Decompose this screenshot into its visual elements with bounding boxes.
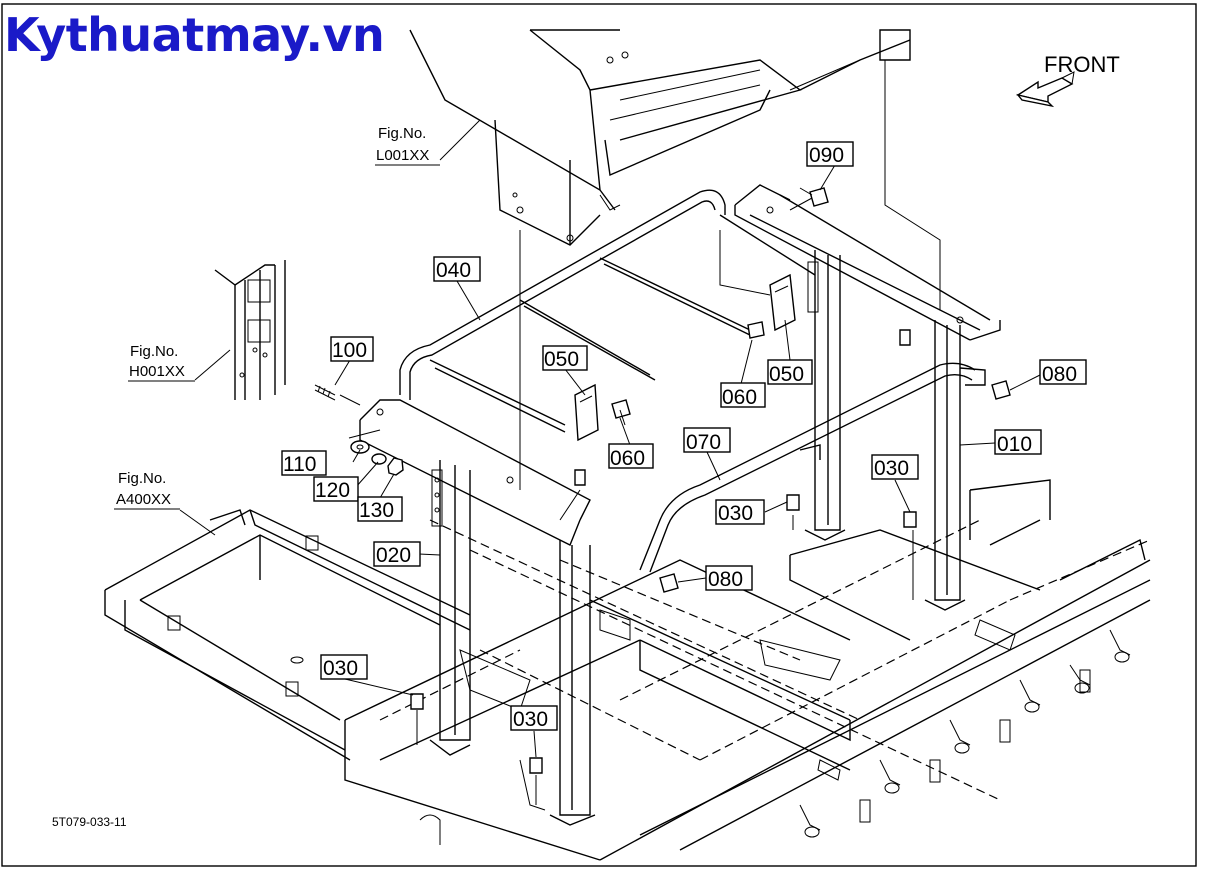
lock-washer-120 bbox=[371, 453, 387, 465]
svg-text:090: 090 bbox=[809, 144, 844, 167]
front-label: FRONT bbox=[1044, 52, 1120, 77]
callout-060-left: 060 bbox=[608, 443, 654, 470]
callout-030-bottom: 030 bbox=[510, 705, 558, 731]
drawing-number: 5T079-033-11 bbox=[52, 815, 127, 829]
leader-lines bbox=[179, 60, 1041, 805]
callout-080-right: 080 bbox=[1039, 359, 1087, 386]
fig-ref-a400xx: Fig.No. A400XX bbox=[114, 470, 180, 510]
bolt-100 bbox=[314, 384, 336, 401]
svg-text:030: 030 bbox=[718, 502, 753, 525]
callout-020: 020 bbox=[373, 541, 421, 567]
svg-text:130: 130 bbox=[359, 499, 394, 522]
fig-ref-line1: Fig.No. bbox=[118, 470, 166, 487]
drawing-border bbox=[1, 3, 1197, 867]
callout-010: 010 bbox=[994, 429, 1042, 456]
svg-text:110: 110 bbox=[283, 453, 316, 476]
fig-ref-line1: Fig.No. bbox=[378, 125, 426, 142]
callout-060-right: 060 bbox=[720, 382, 766, 409]
callout-030-left: 030 bbox=[320, 654, 368, 680]
fig-ref-line1: Fig.No. bbox=[130, 343, 178, 360]
front-arrow-icon bbox=[1016, 71, 1075, 108]
fig-ref-line2: A400XX bbox=[116, 491, 171, 508]
callout-110: 110 bbox=[281, 450, 327, 476]
support-pipe-070 bbox=[639, 362, 986, 573]
fig-ref-h001xx: Fig.No. H001XX bbox=[128, 343, 195, 382]
watermark-logo: Kythuatmay.vn bbox=[4, 8, 385, 62]
svg-text:060: 060 bbox=[722, 386, 757, 409]
svg-text:050: 050 bbox=[544, 348, 579, 371]
bolt-080-left bbox=[659, 573, 679, 593]
svg-text:080: 080 bbox=[1042, 363, 1077, 386]
svg-text:030: 030 bbox=[323, 657, 358, 680]
bolt-090 bbox=[799, 187, 829, 207]
chassis-outline bbox=[344, 479, 1151, 861]
pillar-020 bbox=[429, 460, 596, 826]
callout-100: 100 bbox=[330, 336, 374, 362]
svg-text:030: 030 bbox=[513, 708, 548, 731]
fig-ref-l001xx: Fig.No. L001XX bbox=[375, 125, 440, 166]
roof-frame-040 bbox=[359, 184, 1001, 546]
callout-090: 090 bbox=[806, 141, 854, 167]
callout-030-right: 030 bbox=[871, 454, 919, 480]
pillar-010 bbox=[804, 250, 966, 611]
washer-110 bbox=[350, 440, 370, 454]
svg-text:070: 070 bbox=[686, 431, 721, 454]
bracket-050-right bbox=[769, 273, 796, 332]
fig-ref-line2: L001XX bbox=[376, 147, 429, 164]
callout-130: 130 bbox=[357, 496, 403, 522]
fig-ref-line2: H001XX bbox=[129, 363, 185, 380]
upper-body-outline bbox=[409, 29, 911, 246]
svg-text:030: 030 bbox=[874, 457, 909, 480]
svg-text:080: 080 bbox=[708, 568, 743, 591]
bolt-080-right bbox=[991, 380, 1011, 400]
callout-080-left: 080 bbox=[705, 565, 753, 591]
callout-070: 070 bbox=[683, 427, 731, 454]
svg-text:050: 050 bbox=[769, 363, 804, 386]
bolt-060-left bbox=[611, 399, 631, 426]
left-tray-outline bbox=[104, 509, 471, 761]
bolts-030 bbox=[410, 329, 917, 774]
svg-text:010: 010 bbox=[997, 433, 1032, 456]
bracket-050-left bbox=[574, 383, 599, 442]
svg-text:040: 040 bbox=[436, 259, 471, 282]
svg-text:100: 100 bbox=[332, 339, 367, 362]
callout-120: 120 bbox=[313, 476, 359, 502]
callout-050-left: 050 bbox=[542, 345, 588, 371]
callout-050-right: 050 bbox=[767, 359, 813, 386]
chassis-nozzles bbox=[799, 629, 1131, 838]
svg-text:060: 060 bbox=[610, 447, 645, 470]
svg-text:120: 120 bbox=[315, 479, 350, 502]
callout-040: 040 bbox=[433, 256, 481, 282]
left-panel-outline bbox=[214, 260, 286, 400]
callout-030-center: 030 bbox=[715, 499, 765, 525]
bolt-060-right bbox=[747, 321, 765, 339]
svg-text:020: 020 bbox=[376, 544, 411, 567]
nut-130 bbox=[387, 457, 404, 476]
